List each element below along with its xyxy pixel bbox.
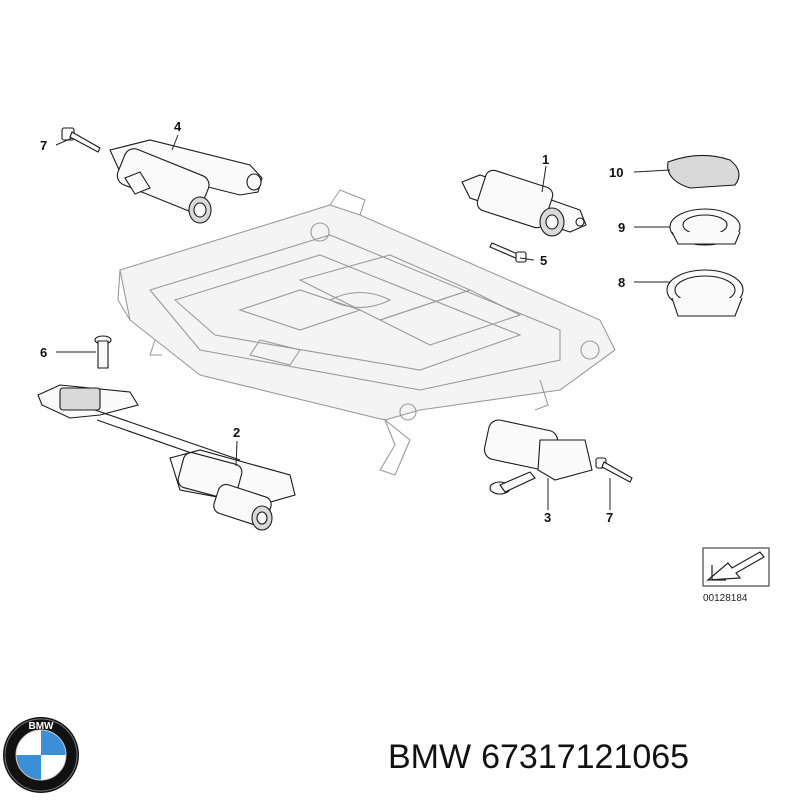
part-number: 67317121065	[481, 738, 690, 776]
callout-1: 1	[542, 152, 549, 167]
brand-name: BMW	[388, 738, 472, 776]
svg-text:BMW: BMW	[29, 721, 55, 732]
callout-5: 5	[540, 253, 547, 268]
screw-5	[489, 242, 527, 263]
part-3-motor	[483, 419, 593, 495]
part-10-cover	[667, 154, 740, 189]
callout-7-top: 7	[40, 138, 47, 153]
leader-lines	[55, 134, 671, 510]
callout-9: 9	[618, 220, 625, 235]
callout-3: 3	[544, 510, 551, 525]
bolt-7-top	[61, 127, 101, 153]
seat-frame	[117, 189, 616, 476]
part-9-ring	[669, 208, 741, 246]
callout-8: 8	[618, 275, 625, 290]
callout-6: 6	[40, 345, 47, 360]
part-1-motor	[461, 169, 587, 237]
part-4-motor	[109, 139, 263, 224]
part-8-ring	[666, 269, 744, 317]
callout-10: 10	[609, 165, 623, 180]
bolt-7-bottom	[595, 457, 633, 483]
callout-2: 2	[233, 425, 240, 440]
callout-4: 4	[174, 119, 182, 134]
pin-6	[94, 335, 112, 369]
reference-stamp	[702, 547, 770, 587]
callout-7-bottom: 7	[606, 510, 613, 525]
diagram-reference-number: 00128184	[703, 593, 748, 604]
part-2-motor	[169, 449, 296, 531]
bmw-logo: BMW	[3, 717, 79, 793]
